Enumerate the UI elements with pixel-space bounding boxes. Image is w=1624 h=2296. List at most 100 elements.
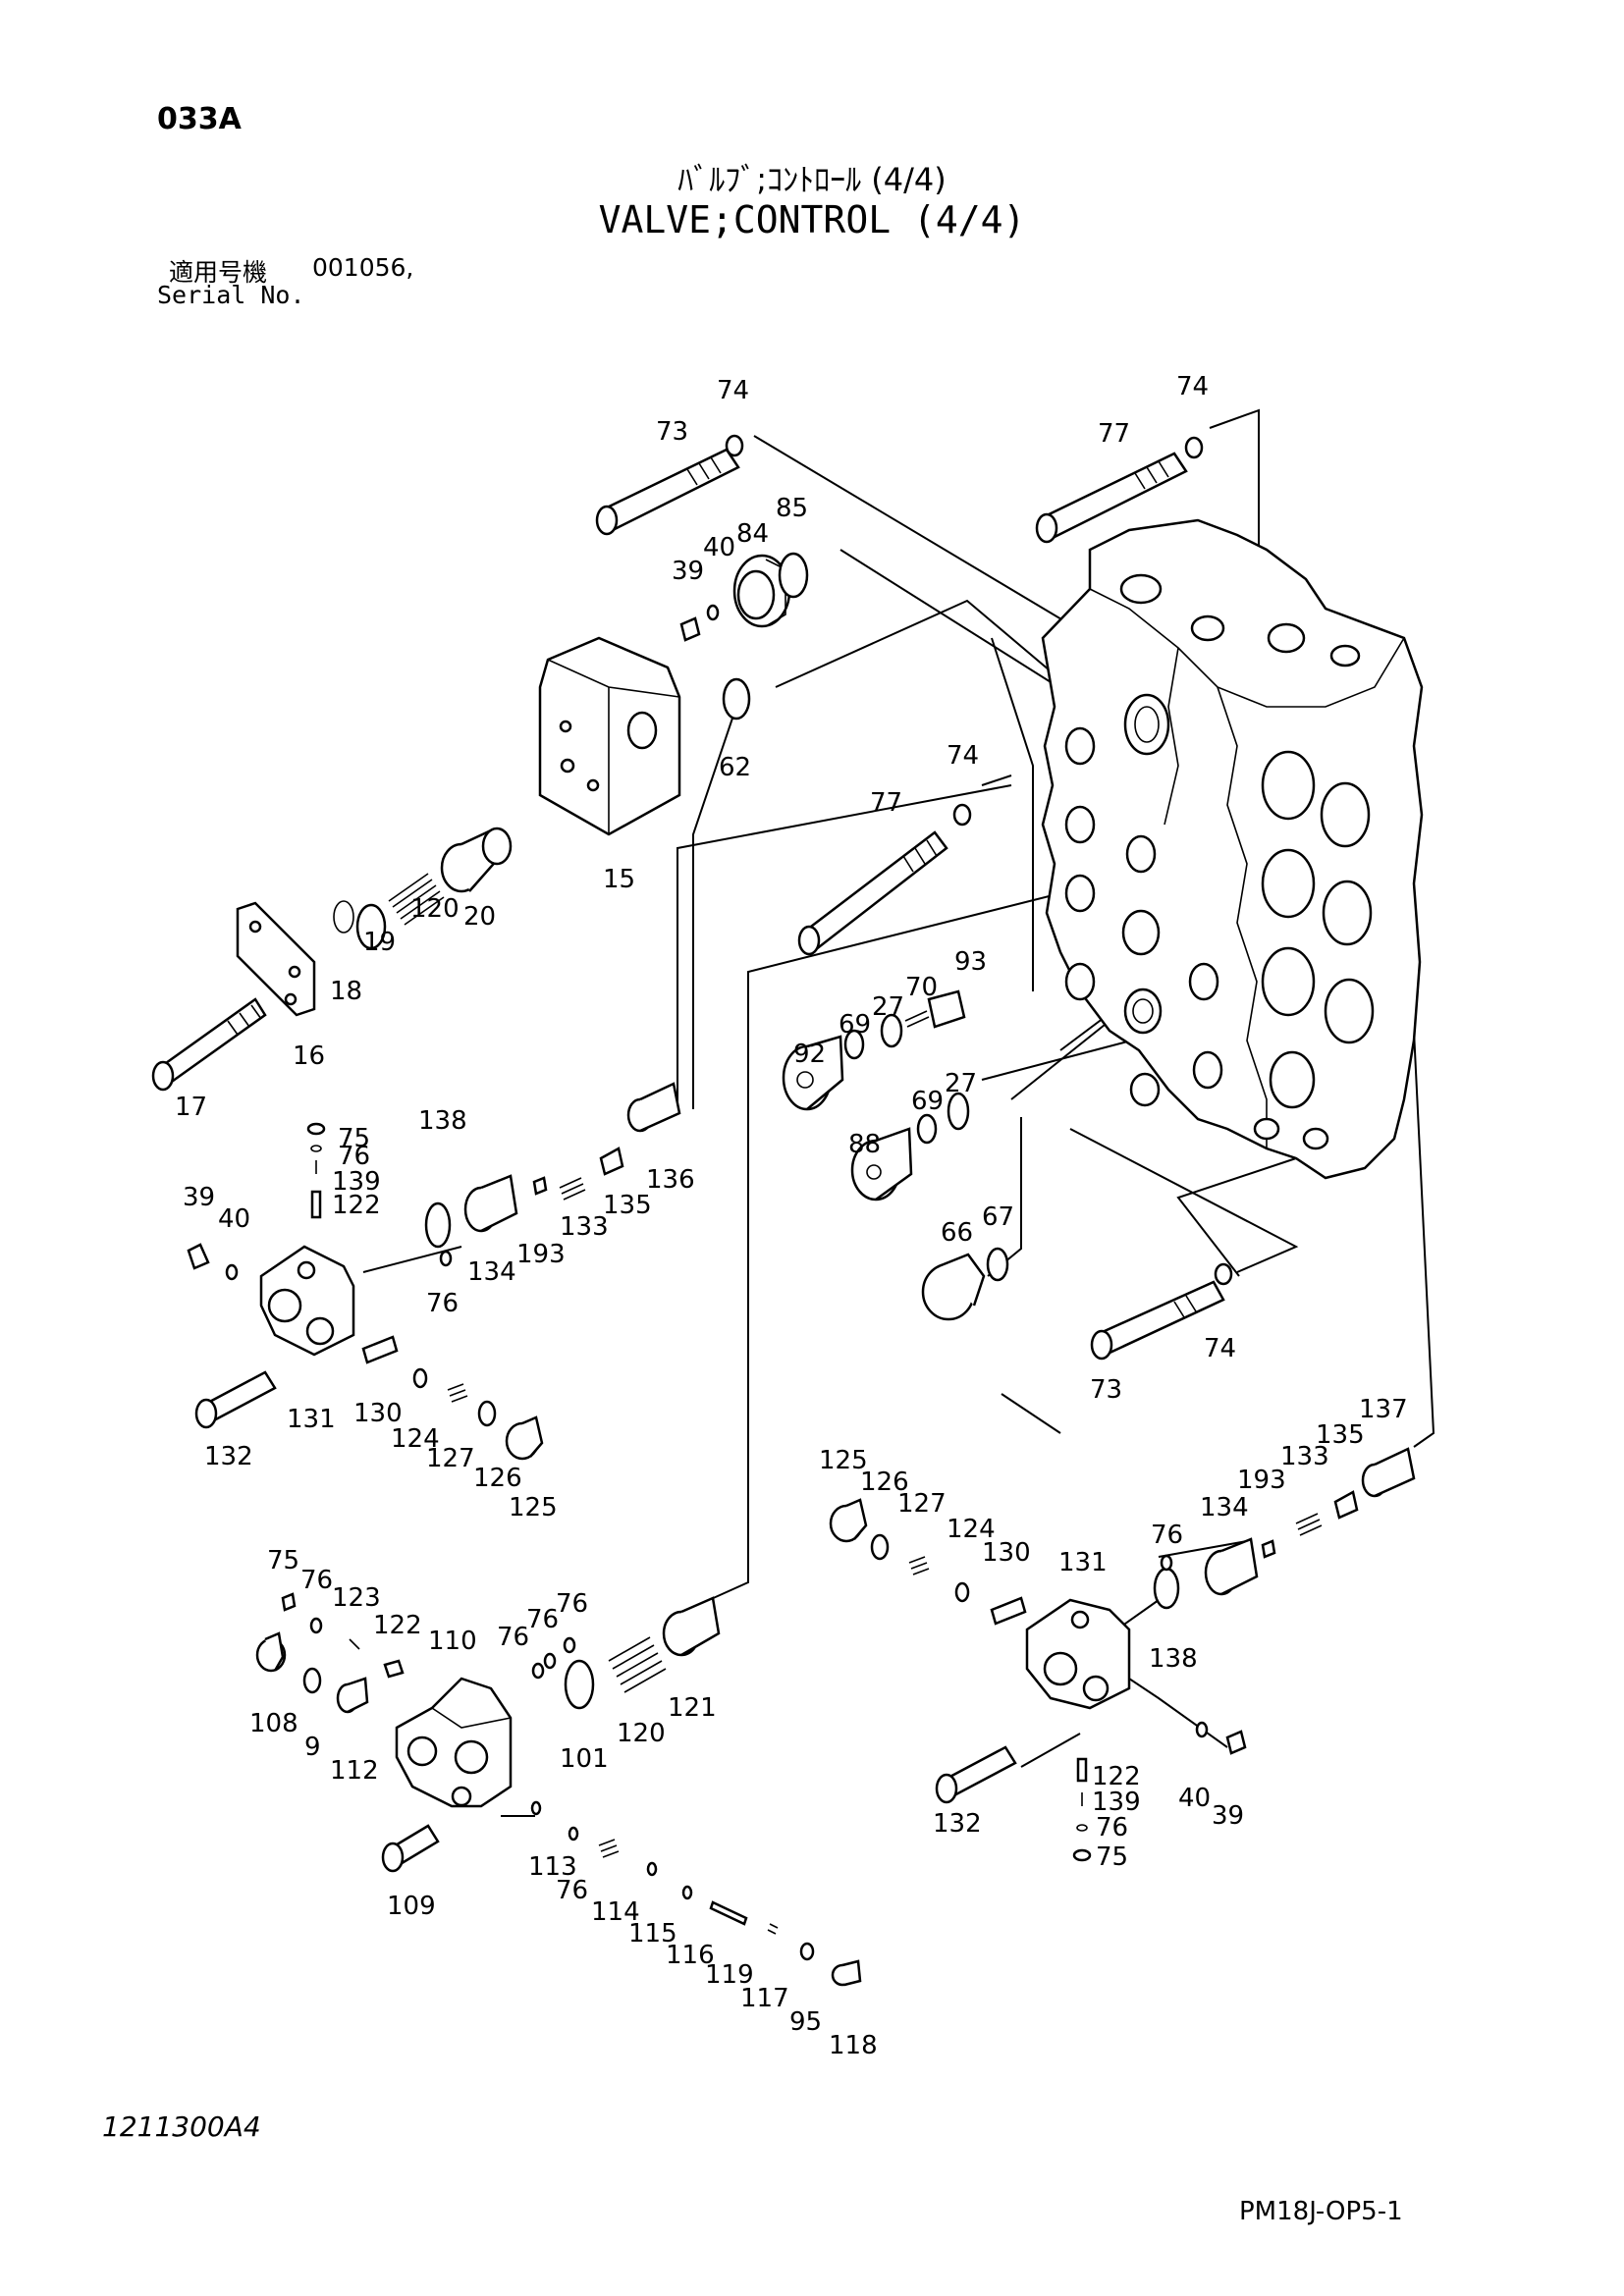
part-label-126: 126 — [473, 1464, 522, 1493]
part-label-70: 70 — [905, 973, 938, 1002]
page-code: 033A — [157, 102, 242, 136]
pin-122-right — [1076, 1757, 1088, 1783]
part-label-40: 40 — [703, 533, 735, 562]
plug-66 — [921, 1253, 986, 1321]
part-label-84: 84 — [736, 519, 769, 549]
part-label-18: 18 — [330, 977, 362, 1006]
part-label-121: 121 — [668, 1693, 717, 1723]
serial-value: 001056, — [312, 253, 414, 282]
part-label-110: 110 — [428, 1627, 477, 1656]
o-ring-27-upper — [880, 1013, 903, 1048]
part-label-73: 73 — [1090, 1375, 1122, 1405]
part-label-138: 138 — [418, 1106, 467, 1136]
spring-127-right — [908, 1556, 930, 1575]
o-ring-76-bottom-e — [568, 1826, 579, 1842]
title-japanese: ﾊﾞﾙﾌﾞ;ｺﾝﾄﾛｰﾙ (4/4) — [677, 161, 947, 198]
part-label-138: 138 — [1149, 1644, 1198, 1674]
plug-84 — [732, 554, 791, 628]
spring-120-upper — [388, 873, 445, 926]
part-label-130: 130 — [353, 1399, 403, 1428]
o-ring-62 — [722, 677, 751, 721]
part-label-17: 17 — [175, 1093, 207, 1122]
part-label-76: 76 — [556, 1876, 588, 1905]
o-ring-76-left-lower — [439, 1250, 453, 1267]
figure-code: 1211300A4 — [102, 2110, 261, 2143]
part-label-134: 134 — [1200, 1493, 1249, 1522]
bolt-109 — [381, 1824, 440, 1873]
ring-124-left — [412, 1367, 428, 1389]
part-label-76: 76 — [426, 1289, 459, 1318]
plug-39-left — [187, 1243, 210, 1270]
plug-39-right — [1225, 1730, 1247, 1755]
part-label-124: 124 — [391, 1424, 440, 1454]
block-15 — [538, 636, 681, 836]
pin-123 — [349, 1638, 360, 1650]
piston-135-right — [1333, 1490, 1359, 1520]
part-label-85: 85 — [776, 494, 808, 523]
part-label-124: 124 — [947, 1515, 996, 1544]
plug-193-right — [1261, 1539, 1276, 1559]
part-label-76: 76 — [556, 1589, 588, 1619]
part-label-76: 76 — [338, 1142, 370, 1171]
part-label-66: 66 — [941, 1218, 973, 1248]
ring-124-right — [954, 1581, 970, 1603]
part-label-109: 109 — [387, 1892, 436, 1921]
o-ring-138-left — [424, 1201, 452, 1249]
plug-92 — [782, 1035, 844, 1111]
o-ring-27-lower — [947, 1092, 970, 1131]
part-label-118: 118 — [829, 2031, 878, 2060]
ring-18 — [333, 900, 354, 934]
part-label-116: 116 — [666, 1941, 715, 1970]
plug-108 — [255, 1631, 287, 1673]
part-label-126: 126 — [860, 1468, 909, 1497]
bolt-132-right — [935, 1745, 1017, 1804]
part-label-193: 193 — [516, 1240, 566, 1269]
part-label-76: 76 — [526, 1605, 559, 1634]
housing-131-right — [1025, 1598, 1131, 1710]
o-ring-138-right — [1153, 1567, 1180, 1610]
part-label-77: 77 — [1098, 419, 1130, 449]
o-ring-40-right — [1195, 1721, 1209, 1738]
part-label-39: 39 — [672, 557, 704, 586]
plug-75-right — [1072, 1848, 1092, 1862]
part-label-75: 75 — [338, 1124, 370, 1153]
o-ring-76-bottom-d — [563, 1636, 576, 1654]
o-ring-101 — [564, 1659, 595, 1710]
part-label-112: 112 — [330, 1756, 379, 1786]
part-label-134: 134 — [467, 1257, 516, 1287]
part-label-139: 139 — [332, 1167, 381, 1197]
part-label-69: 69 — [839, 1010, 871, 1040]
spool-130-left — [361, 1335, 399, 1364]
part-label-122: 122 — [332, 1191, 381, 1220]
o-ring-116 — [681, 1885, 693, 1900]
part-label-115: 115 — [628, 1919, 677, 1949]
bolt-77-upper — [1035, 436, 1204, 544]
bolt-17 — [151, 997, 267, 1092]
sleeve-20 — [440, 827, 513, 893]
part-label-127: 127 — [426, 1444, 475, 1473]
o-ring-85 — [778, 552, 809, 599]
o-ring-126-left — [477, 1400, 497, 1427]
o-ring-76-right — [1160, 1554, 1173, 1572]
spring-114 — [598, 1839, 620, 1858]
part-label-135: 135 — [603, 1191, 652, 1220]
part-label-136: 136 — [646, 1165, 695, 1195]
part-label-127: 127 — [897, 1489, 947, 1519]
part-label-69: 69 — [911, 1087, 944, 1116]
serial-label-english: Serial No. — [157, 281, 305, 309]
o-ring-76-bottom-c — [543, 1652, 557, 1670]
part-label-20: 20 — [463, 902, 496, 932]
cap-134-left — [463, 1174, 518, 1233]
o-ring-67 — [986, 1247, 1009, 1282]
part-label-131: 131 — [287, 1405, 336, 1434]
part-label-133: 133 — [1280, 1442, 1329, 1471]
bolt-77-middle — [797, 803, 972, 956]
spool-112 — [336, 1677, 369, 1714]
plug-75-left — [306, 1122, 326, 1136]
part-label-108: 108 — [249, 1709, 298, 1738]
part-label-125: 125 — [509, 1493, 558, 1522]
needle-119 — [709, 1900, 748, 1926]
part-label-40: 40 — [1178, 1784, 1211, 1813]
